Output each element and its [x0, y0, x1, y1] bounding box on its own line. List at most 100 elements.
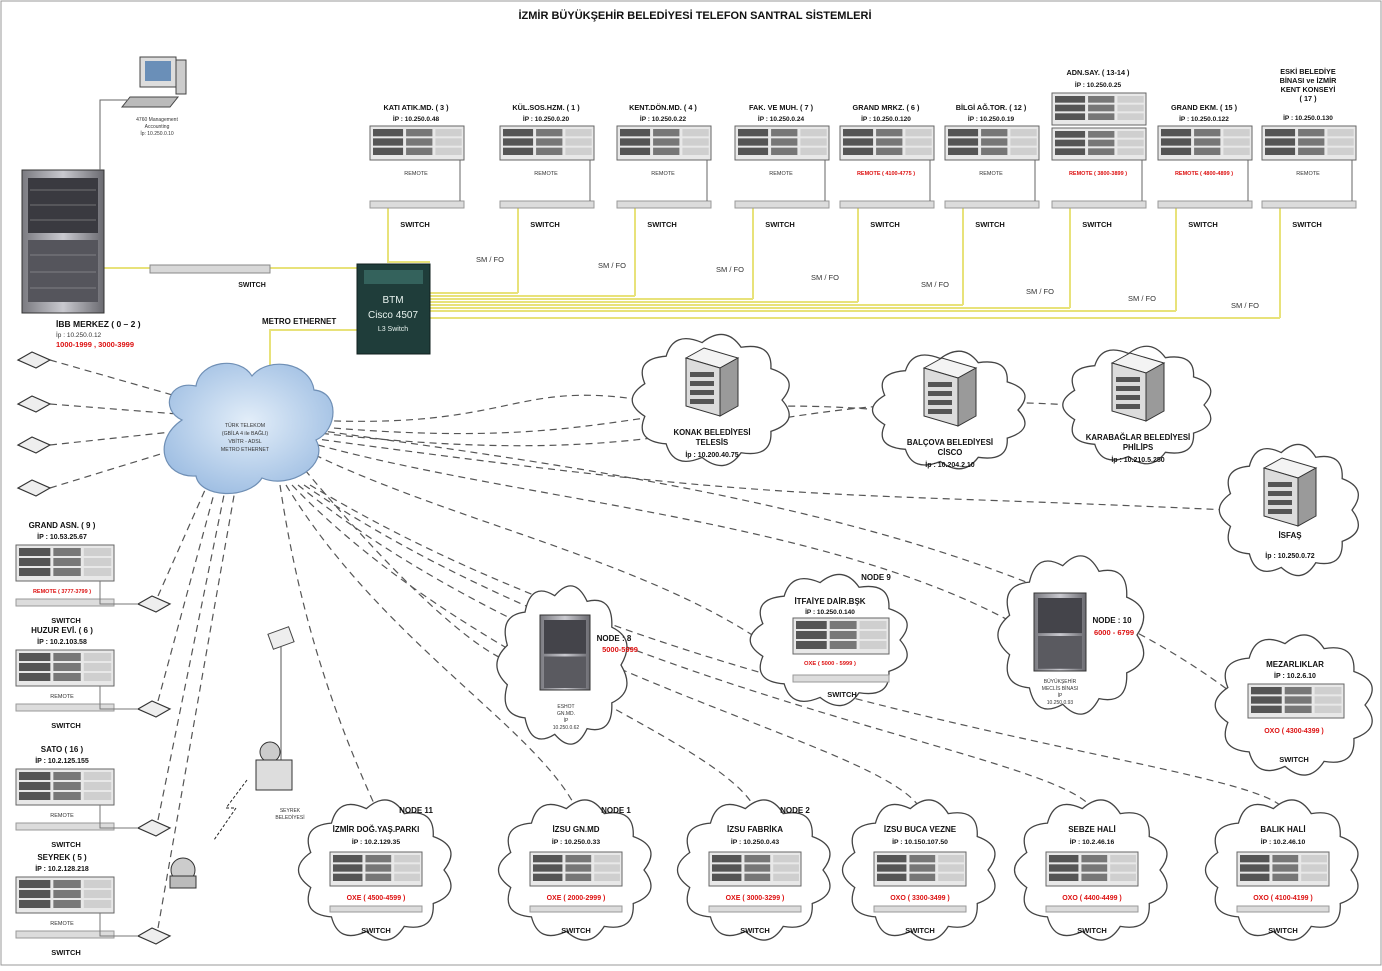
- server-sub: PHİLİPS: [1123, 443, 1153, 452]
- fiber-label: SM / FO: [811, 273, 839, 282]
- site-ip: İP : 10.250.0.33: [552, 838, 600, 846]
- switch-bar: [499, 200, 595, 209]
- switch-bar: [1045, 905, 1139, 913]
- remote-device: [708, 851, 802, 887]
- top-site-remote: REMOTE: [651, 171, 675, 177]
- switch-label: SWITCH: [647, 220, 677, 229]
- lan-link: [99, 581, 138, 605]
- remote-device: [1261, 125, 1357, 161]
- seyrek-radio: [169, 626, 295, 889]
- modem-icon: [136, 819, 172, 837]
- left-site-remote: REMOTE ( 3777-3799 ): [33, 589, 91, 595]
- top-site-4: FAK. VE MUH. ( 7 )İP : 10.250.0.24REMOTE…: [734, 103, 830, 229]
- switch-label: SWITCH: [1077, 926, 1107, 935]
- top-site-remote: REMOTE: [404, 171, 428, 177]
- top-site-remote: REMOTE: [979, 171, 1003, 177]
- node-caption: 10.250.0.93: [1047, 700, 1074, 706]
- remote-device: [369, 125, 465, 161]
- remote-device: [1051, 127, 1147, 161]
- remote-device: [616, 125, 712, 161]
- left-site-ip: İP : 10.2.103.58: [37, 638, 87, 646]
- top-site-ip: İP : 10.250.0.20: [523, 115, 570, 123]
- node-range: 6000 - 6799: [1094, 628, 1134, 637]
- cloud-text: TÜRK TELEKOM(GBİLA 4 ile BAĞLI)VBİTR - A…: [221, 422, 270, 453]
- remote-device: [529, 851, 623, 887]
- top-site-remote: REMOTE: [769, 171, 793, 177]
- wan-link-bottom: [309, 484, 1284, 809]
- top-site-name: FAK. VE MUH. ( 7 ): [749, 103, 814, 112]
- site-ip: İP : 10.2.46.16: [1070, 838, 1115, 846]
- site-name: MEZARLIKLAR: [1266, 660, 1324, 669]
- node-ip: İP : 10.250.0.140: [805, 608, 855, 616]
- node-oxe: OXE ( 5000 - 5999 ): [804, 661, 856, 667]
- remote-device: [1236, 851, 1330, 887]
- node-caption: ESHOT: [557, 704, 574, 710]
- switch-label: SWITCH: [870, 220, 900, 229]
- wan-link-node9: [314, 454, 761, 641]
- fiber-label: SM / FO: [476, 255, 504, 264]
- fiber-label: SM / FO: [921, 280, 949, 289]
- server-sub: CİSCO: [938, 448, 963, 457]
- top-site-8: GRAND EKM. ( 15 )İP : 10.250.0.122REMOTE…: [1157, 103, 1253, 229]
- site-code: OXO ( 3300-3499 ): [890, 895, 950, 902]
- node-caption: İP: [564, 717, 569, 724]
- wan-link-left-site: [157, 489, 216, 702]
- cloud-text-line: TÜRK TELEKOM: [225, 422, 265, 429]
- switch-label: SWITCH: [400, 220, 430, 229]
- top-site-7: ADN.SAY. ( 13-14 )İP : 10.250.0.25REMOTE…: [1051, 68, 1147, 229]
- switch-label: SWITCH: [1082, 220, 1112, 229]
- wan-link-server: [309, 437, 1229, 511]
- node-label: NODE 1: [601, 806, 631, 815]
- switch-bar: [708, 905, 802, 913]
- central-switch-label: SWITCH: [238, 282, 266, 289]
- site-ip: İP : 10.150.107.50: [892, 838, 948, 846]
- remote-device: [1051, 92, 1147, 126]
- lan-link: [99, 805, 138, 829]
- site-code: OXO ( 4400-4499 ): [1062, 895, 1122, 902]
- switch-label: SWITCH: [361, 926, 391, 935]
- site-name: BALIK HALİ: [1260, 825, 1305, 834]
- lan-link: [99, 686, 138, 710]
- site-name: SEBZE HALİ: [1068, 825, 1116, 834]
- site-ip: İP : 10.2.129.35: [352, 838, 400, 846]
- wan-link-bottom: [303, 484, 1093, 809]
- modem-icon: [16, 351, 52, 369]
- fiber-label: SM / FO: [1026, 287, 1054, 296]
- left-site-4: SEYREK ( 5 )İP : 10.2.128.218REMOTESWITC…: [15, 853, 172, 957]
- wan-link-left-site: [157, 489, 206, 597]
- site-code: OXE ( 3000-3299 ): [726, 895, 785, 902]
- wan-link-left: [49, 403, 191, 416]
- server-sub: TELESİS: [696, 438, 729, 447]
- remote-device: [734, 125, 830, 161]
- switch-label: SWITCH: [905, 926, 935, 935]
- top-site-1: KATI ATIK.MD. ( 3 )İP : 10.250.0.48REMOT…: [369, 103, 465, 229]
- remote-device: [1157, 125, 1253, 161]
- top-site-name: BİLGİ AĞ.TOR. ( 12 ): [956, 103, 1027, 112]
- top-sites: KATI ATIK.MD. ( 3 )İP : 10.250.0.48REMOT…: [369, 67, 1357, 310]
- switch-bar: [873, 905, 967, 913]
- remote-device: [15, 649, 115, 687]
- switch-bar: [1051, 200, 1147, 209]
- modem-icon: [16, 395, 52, 413]
- server-icon: [1262, 457, 1318, 527]
- top-site-remote: REMOTE ( 4100-4775 ): [857, 171, 915, 177]
- remote-device: [1247, 683, 1345, 719]
- remote-device: [873, 851, 967, 887]
- wan-links: [49, 359, 1284, 929]
- top-site-ip: İP : 10.250.0.122: [1179, 115, 1229, 123]
- fiber-label: SM / FO: [1231, 301, 1259, 310]
- server-icon: [922, 357, 978, 427]
- switch-bar: [15, 822, 115, 831]
- switch-bar: [734, 200, 830, 209]
- top-site-name: KENT.DÖN.MD. ( 4 ): [629, 103, 697, 112]
- switch-label: SWITCH: [530, 220, 560, 229]
- top-site-6: BİLGİ AĞ.TOR. ( 12 )İP : 10.250.0.19REMO…: [944, 103, 1040, 229]
- remote-device: [329, 851, 423, 887]
- wan-link-node8: [304, 469, 506, 661]
